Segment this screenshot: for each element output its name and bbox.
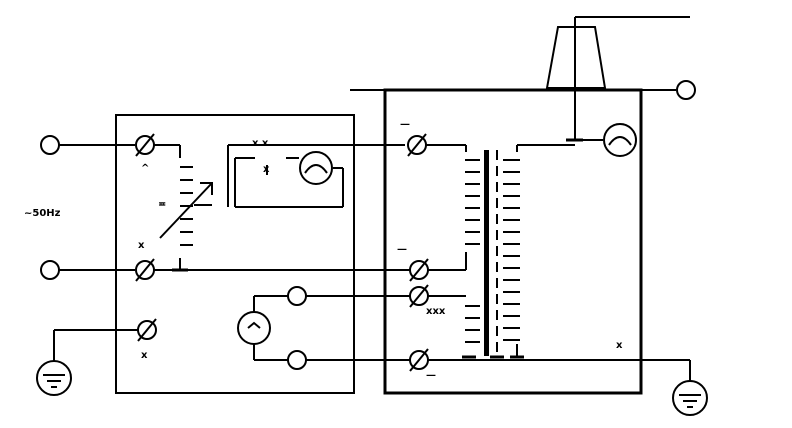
hv-output-terminal	[676, 80, 696, 100]
ac-meter-right	[603, 123, 637, 157]
primary-winding	[426, 144, 480, 271]
variac-slider-arrow	[159, 182, 213, 239]
binding-post-right-1	[407, 133, 427, 157]
binding-post-right-3	[409, 284, 429, 308]
left-voltmeter-loop	[227, 144, 405, 208]
label-left-post-1: ^	[141, 163, 149, 174]
test-terminal-top	[287, 286, 307, 306]
measuring-winding	[428, 295, 480, 359]
ground-symbol-left	[36, 360, 72, 396]
label-right-post-3: xxx	[426, 306, 446, 317]
secondary-winding	[503, 144, 575, 359]
label-left-post-3: x	[141, 350, 148, 361]
label-right-post-4: —	[426, 370, 436, 381]
control-panel-box	[115, 114, 355, 394]
variac-winding	[154, 144, 193, 272]
input-terminal-top	[40, 135, 60, 155]
ac-meter-center	[237, 311, 271, 345]
binding-post-right-4	[409, 348, 429, 372]
label-left-post-2: x	[138, 240, 145, 251]
binding-post-right-2	[409, 258, 429, 282]
transformer-tank	[383, 88, 643, 395]
label-loop-top: x x	[252, 138, 269, 149]
label-variac: ≖	[158, 199, 166, 210]
label-hv-side: x	[616, 340, 623, 351]
hv-bushing	[545, 16, 690, 142]
test-terminal-bottom	[287, 350, 307, 370]
ac-meter-left	[299, 151, 333, 185]
frequency-label: ~50Hz	[24, 208, 61, 219]
binding-post-left-2	[135, 258, 155, 282]
label-loop-mid: x	[263, 164, 270, 175]
label-right-post-2: —	[397, 244, 407, 255]
label-right-post-1: —	[400, 119, 410, 130]
input-terminal-bottom	[40, 260, 60, 280]
binding-post-left-3	[137, 318, 157, 342]
transformer-core	[484, 150, 489, 356]
binding-post-left-1	[135, 133, 155, 157]
ground-symbol-right	[672, 380, 708, 416]
